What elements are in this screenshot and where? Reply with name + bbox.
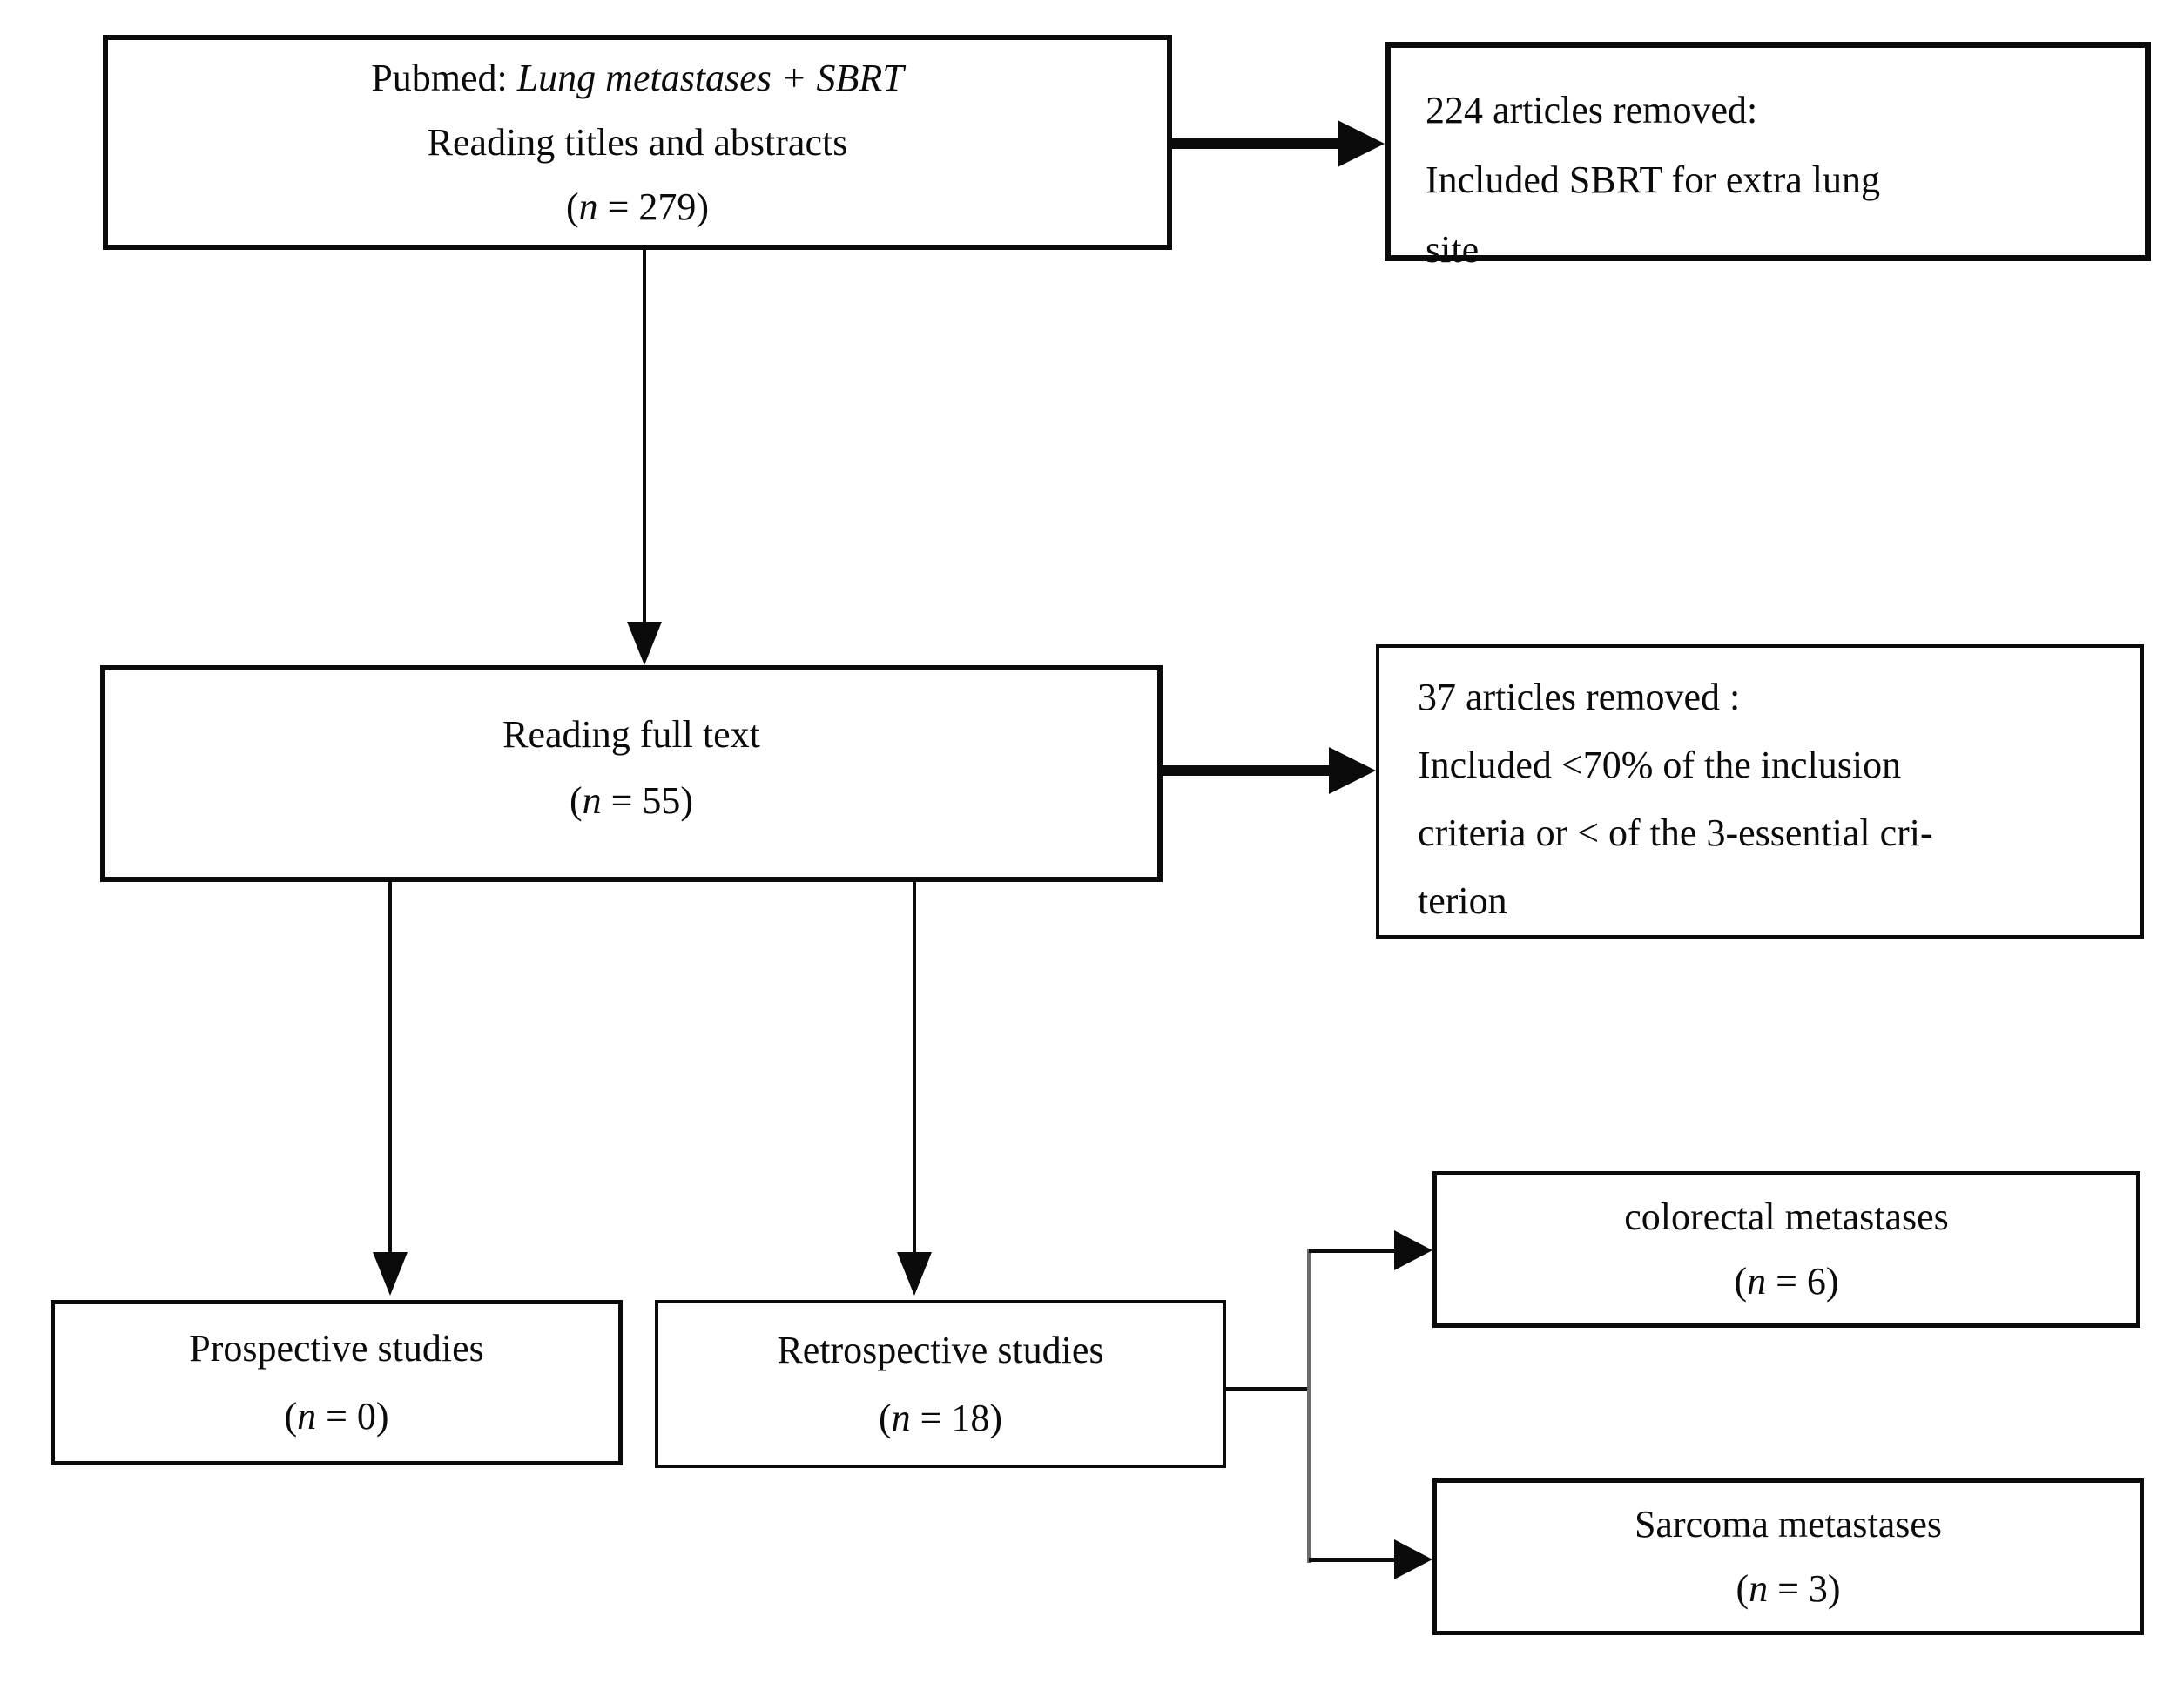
box-colorectal-metastases: colorectal metastases (n = 6)	[1432, 1171, 2140, 1328]
removed-37-line-4: terion	[1418, 879, 1507, 922]
removed-224-line-3: site	[1426, 228, 1480, 271]
box-sarcoma-metastases: Sarcoma metastases (n = 3)	[1432, 1478, 2144, 1635]
n-value: = 0)	[316, 1395, 389, 1438]
box-removed-224: 224 articles removed: Included SBRT for …	[1385, 42, 2151, 271]
n-variable: n	[578, 185, 598, 228]
n-variable: n	[891, 1396, 911, 1439]
colorectal-line-1: colorectal metastases	[1624, 1195, 1949, 1238]
paren-open: (	[1736, 1567, 1749, 1610]
branch-retrospective-exit-line	[1226, 1387, 1311, 1391]
n-variable: n	[1749, 1567, 1769, 1610]
retrospective-line-1: Retrospective studies	[777, 1328, 1104, 1371]
removed-37-line-2: Included <70% of the inclusion	[1418, 744, 1902, 786]
removed-37-line-1: 37 articles removed :	[1418, 676, 1741, 718]
n-value: = 279)	[597, 185, 710, 228]
removed-224-line-1: 224 articles removed:	[1426, 89, 1758, 131]
pubmed-line-1-prefix: Pubmed:	[371, 56, 517, 99]
arrow-fulltext-to-prospective-head	[373, 1252, 408, 1296]
arrow-pubmed-to-fulltext-shaft	[643, 250, 646, 623]
sarcoma-count-line: (n = 3)	[1437, 1557, 2140, 1621]
n-value: = 3)	[1768, 1567, 1841, 1610]
arrow-fulltext-to-removed37-head	[1329, 747, 1376, 794]
full-text-count-line: (n = 55)	[105, 768, 1157, 834]
box-removed-37: 37 articles removed : Included <70% of t…	[1376, 644, 2144, 939]
box-pubmed-search: Pubmed: Lung metastases + SBRT Reading t…	[103, 35, 1172, 250]
n-value: = 6)	[1766, 1260, 1839, 1303]
n-variable: n	[582, 779, 602, 822]
branch-vertical-line	[1307, 1249, 1311, 1563]
colorectal-count-line: (n = 6)	[1437, 1249, 2136, 1314]
pubmed-line-2: Reading titles and abstracts	[427, 120, 848, 164]
n-variable: n	[1747, 1260, 1767, 1303]
arrow-branch-to-sarcoma-shaft	[1309, 1558, 1396, 1562]
full-text-line-1: Reading full text	[502, 713, 760, 756]
box-retrospective-studies: Retrospective studies (n = 18)	[655, 1300, 1226, 1468]
prospective-line-1: Prospective studies	[189, 1327, 484, 1370]
pubmed-line-1: Pubmed: Lung metastases + SBRT	[108, 46, 1167, 111]
arrow-branch-to-colorectal-shaft	[1309, 1249, 1396, 1253]
arrow-branch-to-colorectal-head	[1394, 1230, 1432, 1270]
arrow-branch-to-sarcoma-head	[1394, 1539, 1432, 1579]
paren-open: (	[284, 1395, 298, 1438]
arrow-pubmed-to-removed224-shaft	[1172, 138, 1339, 149]
paren-open: (	[1734, 1260, 1748, 1303]
n-variable: n	[297, 1395, 317, 1438]
arrow-fulltext-to-retrospective-shaft	[913, 882, 916, 1254]
pubmed-line-1-query: Lung metastases + SBRT	[516, 56, 904, 99]
paren-open: (	[569, 779, 583, 822]
box-prospective-studies: Prospective studies (n = 0)	[51, 1300, 623, 1465]
paren-open: (	[878, 1396, 892, 1439]
arrow-fulltext-to-removed37-shaft	[1163, 765, 1331, 776]
retrospective-count-line: (n = 18)	[658, 1384, 1223, 1452]
pubmed-count-line: (n = 279)	[108, 175, 1167, 239]
prospective-count-line: (n = 0)	[55, 1383, 618, 1451]
sarcoma-line-1: Sarcoma metastases	[1634, 1503, 1943, 1545]
arrow-pubmed-to-removed224-head	[1338, 120, 1385, 167]
arrow-fulltext-to-prospective-shaft	[388, 882, 392, 1254]
arrow-fulltext-to-retrospective-head	[897, 1252, 932, 1296]
removed-37-line-3: criteria or < of the 3-essential cri-	[1418, 811, 1933, 854]
box-reading-full-text: Reading full text (n = 55)	[100, 665, 1163, 882]
removed-224-line-2: Included SBRT for extra lung	[1426, 158, 1881, 201]
n-value: = 55)	[601, 779, 694, 822]
n-value: = 18)	[910, 1396, 1003, 1439]
arrow-pubmed-to-fulltext-head	[627, 622, 662, 665]
paren-open: (	[565, 185, 579, 228]
